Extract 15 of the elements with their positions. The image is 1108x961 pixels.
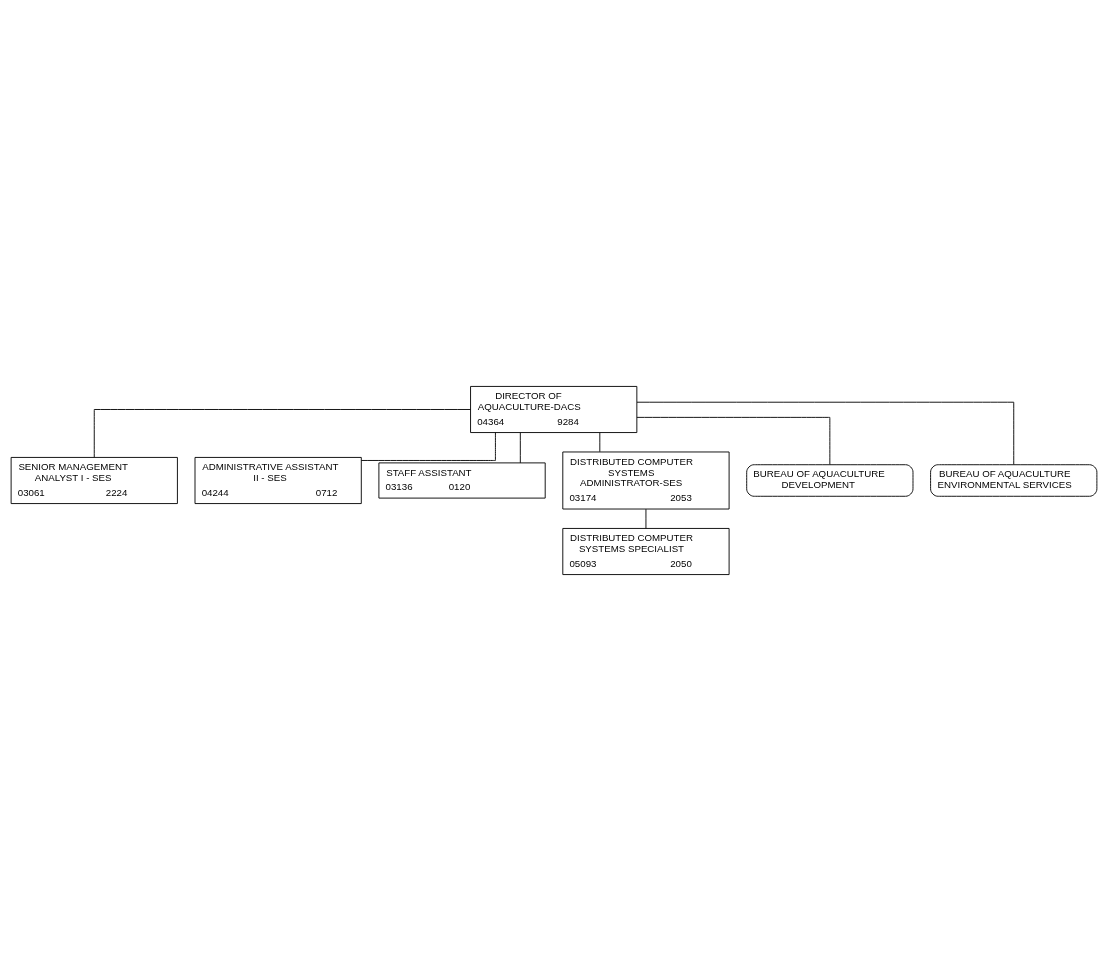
connector — [519, 432, 521, 464]
node-box: ADMINISTRATIVE ASSISTANT II - SES 04244 0712 — [194, 457, 362, 504]
connector — [636, 401, 1015, 466]
connector — [360, 432, 496, 461]
node-box: DISTRIBUTED COMPUTER SYSTEMS SPECIALIST 05093 2050 — [562, 528, 730, 576]
node-box: BUREAU OF AQUACULTURE DEVELOPMENT — [746, 464, 914, 497]
connector — [645, 508, 647, 529]
node-box: DIRECTOR OF AQUACULTURE-DACS 04364 9284 — [470, 385, 638, 433]
node-box: BUREAU OF AQUACULTURE ENVIRONMENTAL SERVICES — [930, 464, 1098, 497]
node-box: DISTRIBUTED COMPUTER SYSTEMS ADMINISTRATOR-SES 03174 2053 — [562, 451, 730, 510]
connector — [93, 409, 471, 458]
connector — [636, 416, 831, 466]
node-box: STAFF ASSISTANT 03136 0120 — [378, 462, 546, 499]
connector — [599, 432, 601, 453]
node-box: SENIOR MANAGEMENT ANALYST I - SES 03061 2224 — [10, 457, 178, 504]
